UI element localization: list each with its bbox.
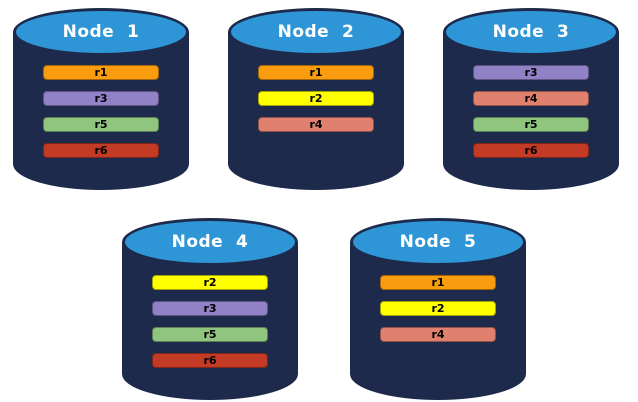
node-1-cylinder-body [13,32,189,190]
replica-bar: r4 [258,117,374,132]
replica-bar: r6 [43,143,159,158]
node-5-label: Node 5 [399,232,477,252]
replica-bar: r3 [152,301,268,316]
replica-bar: r5 [152,327,268,342]
node-2-replica-list: r1 r2 r4 [228,65,404,132]
replica-bar: r3 [473,65,589,80]
node-5: Node 5 r1 r2 r4 [350,218,526,400]
node-3-label: Node 3 [492,22,570,42]
node-5-replica-list: r1 r2 r4 [350,275,526,342]
node-row-bottom: Node 4 r2 r3 r5 r6 Node 5 r1 r2 r4 [122,218,526,400]
node-3-replica-list: r3 r4 r5 r6 [443,65,619,158]
node-2-label: Node 2 [277,22,355,42]
node-2: Node 2 r1 r2 r4 [228,8,404,190]
node-3: Node 3 r3 r4 r5 r6 [443,8,619,190]
node-5-cylinder-top: Node 5 [350,218,526,266]
replica-bar: r1 [258,65,374,80]
replica-bar: r5 [43,117,159,132]
node-1-replica-list: r1 r3 r5 r6 [13,65,189,158]
node-1: Node 1 r1 r3 r5 r6 [13,8,189,190]
node-4-replica-list: r2 r3 r5 r6 [122,275,298,368]
replica-bar: r3 [43,91,159,106]
replica-bar: r1 [380,275,496,290]
replica-bar: r2 [258,91,374,106]
replica-bar: r2 [152,275,268,290]
node-4-cylinder-top: Node 4 [122,218,298,266]
replica-bar: r4 [380,327,496,342]
node-row-top: Node 1 r1 r3 r5 r6 Node 2 r1 r2 r4 [13,8,619,190]
node-5-cylinder-body [350,242,526,400]
node-1-label: Node 1 [62,22,140,42]
replica-bar: r6 [473,143,589,158]
replica-bar: r4 [473,91,589,106]
replica-bar: r5 [473,117,589,132]
replica-bar: r6 [152,353,268,368]
replica-bar: r2 [380,301,496,316]
node-4-cylinder-body [122,242,298,400]
node-4: Node 4 r2 r3 r5 r6 [122,218,298,400]
node-2-cylinder-top: Node 2 [228,8,404,56]
node-4-label: Node 4 [171,232,249,252]
node-3-cylinder-top: Node 3 [443,8,619,56]
node-1-cylinder-top: Node 1 [13,8,189,56]
node-2-cylinder-body [228,32,404,190]
node-3-cylinder-body [443,32,619,190]
replica-bar: r1 [43,65,159,80]
